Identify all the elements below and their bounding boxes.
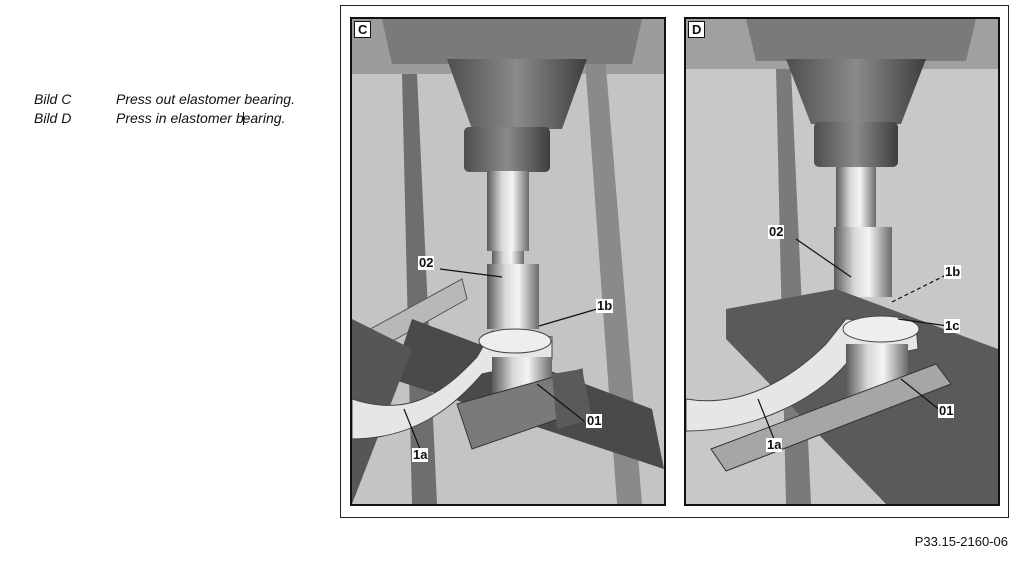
caption-text: Press out elastomer bearing. — [116, 91, 295, 107]
callout-1b: 1b — [944, 264, 962, 279]
figure-frame: C 02 1b 01 1a — [340, 5, 1009, 518]
callout-1b: 1b — [596, 298, 614, 313]
caption-key: Bild D — [34, 110, 72, 126]
caption-text-part: earing. — [242, 110, 286, 126]
callout-01: 01 — [938, 403, 955, 418]
press-illustration-c — [352, 19, 664, 504]
press-illustration-d — [686, 19, 998, 504]
callout-1a: 1a — [412, 447, 429, 462]
caption-row-d: Bild D Press in elastomer bearing. — [34, 109, 295, 128]
callout-02: 02 — [418, 255, 435, 270]
figure-reference-code: P33.15-2160-06 — [914, 534, 1008, 549]
callout-1a: 1a — [766, 437, 783, 452]
caption-list: Bild C Press out elastomer bearing. Bild… — [34, 90, 295, 128]
panel-letter: C — [354, 21, 372, 38]
caption-text: Press in elastomer bearing. — [116, 109, 285, 128]
callout-1c: 1c — [944, 318, 961, 333]
text-cursor — [242, 112, 244, 125]
panel-d: D 02 1b 1c 01 1a — [684, 17, 1000, 506]
panel-letter: D — [688, 21, 706, 38]
callout-02: 02 — [768, 224, 785, 239]
callout-01: 01 — [586, 413, 603, 428]
caption-row-c: Bild C Press out elastomer bearing. — [34, 90, 295, 109]
panel-c: C 02 1b 01 1a — [350, 17, 666, 506]
caption-key: Bild C — [34, 91, 72, 107]
caption-text-part: Press in elastomer b — [116, 110, 244, 126]
